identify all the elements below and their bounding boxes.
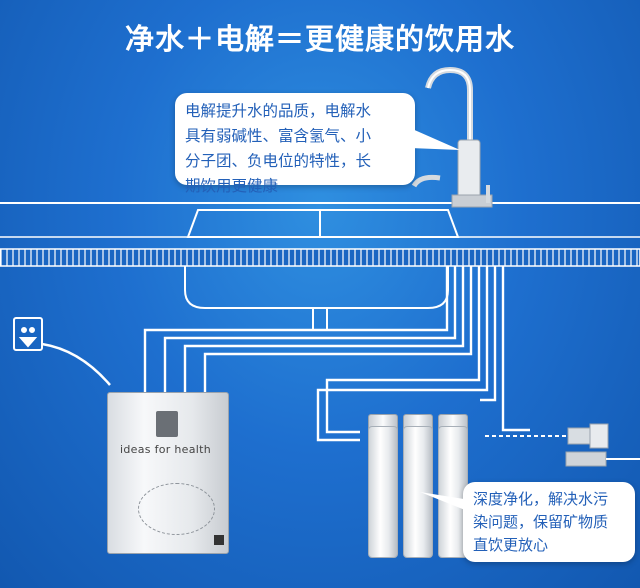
callout-line: 直饮更放心 (473, 536, 549, 554)
filter-cartridge (403, 426, 433, 558)
callout-line: 具有弱碱性、富含氢气、小 (185, 127, 372, 145)
power-switch (214, 535, 224, 545)
filtration-callout: 深度净化，解决水污 染问题，保留矿物质 直饮更放心 (463, 482, 635, 562)
filter-cartridge (368, 426, 398, 558)
counter-edge (0, 248, 640, 267)
countertop (0, 202, 640, 267)
unit-decoration (138, 483, 215, 535)
page-title: 净水＋电解＝更健康的饮用水 (124, 22, 515, 56)
faucet (411, 66, 493, 208)
pipes-to-unit (143, 266, 473, 392)
unit-logo (156, 411, 178, 437)
callout-line: 深度净化，解决水污 (473, 490, 609, 508)
callout-line: 染问题，保留矿物质 (473, 513, 609, 531)
pipes-to-filter (316, 266, 530, 442)
brand-label: ideas for health (120, 443, 212, 456)
sink (184, 209, 460, 330)
electrolysis-unit (107, 392, 229, 554)
electrolysis-callout: 电解提升水的品质，电解水 具有弱碱性、富含氢气、小 分子团、负电位的特性，长 期… (175, 93, 415, 195)
callout-line: 分子团、负电位的特性，长 (185, 152, 372, 170)
wall-outlet (13, 317, 111, 386)
callout-line: 期饮用更健康 (185, 177, 279, 195)
water-inlet (485, 423, 640, 467)
callout-line: 电解提升水的品质，电解水 (185, 102, 372, 120)
